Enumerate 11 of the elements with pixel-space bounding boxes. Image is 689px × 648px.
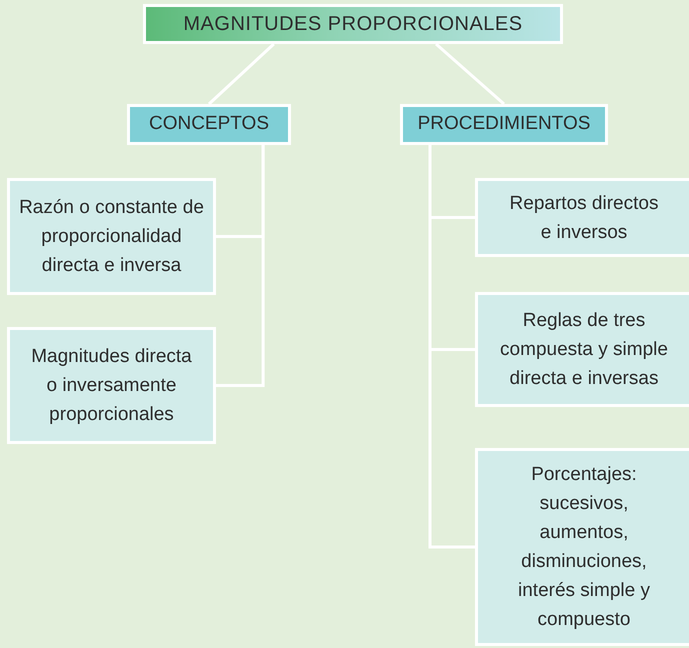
topic-box: Magnitudes directa o inversamente proporcionales (7, 327, 216, 444)
connector-line (435, 42, 505, 106)
title-box: MAGNITUDES PROPORCIONALES (143, 4, 563, 44)
topic-box: Repartos directos e inversos (475, 178, 689, 257)
topic-box: Reglas de tres compuesta y simple directa e inversas (475, 292, 689, 407)
topic-box: Porcentajes: sucesivos, aumentos, disminuciones, interés simple y compuesto (475, 448, 689, 646)
connector-line (216, 145, 265, 387)
connector-line (208, 42, 275, 106)
category-box: PROCEDIMIENTOS (400, 104, 608, 145)
category-box: CONCEPTOS (127, 104, 291, 145)
topic-box: Razón o constante de proporcionalidad directa e inversa (7, 178, 216, 295)
